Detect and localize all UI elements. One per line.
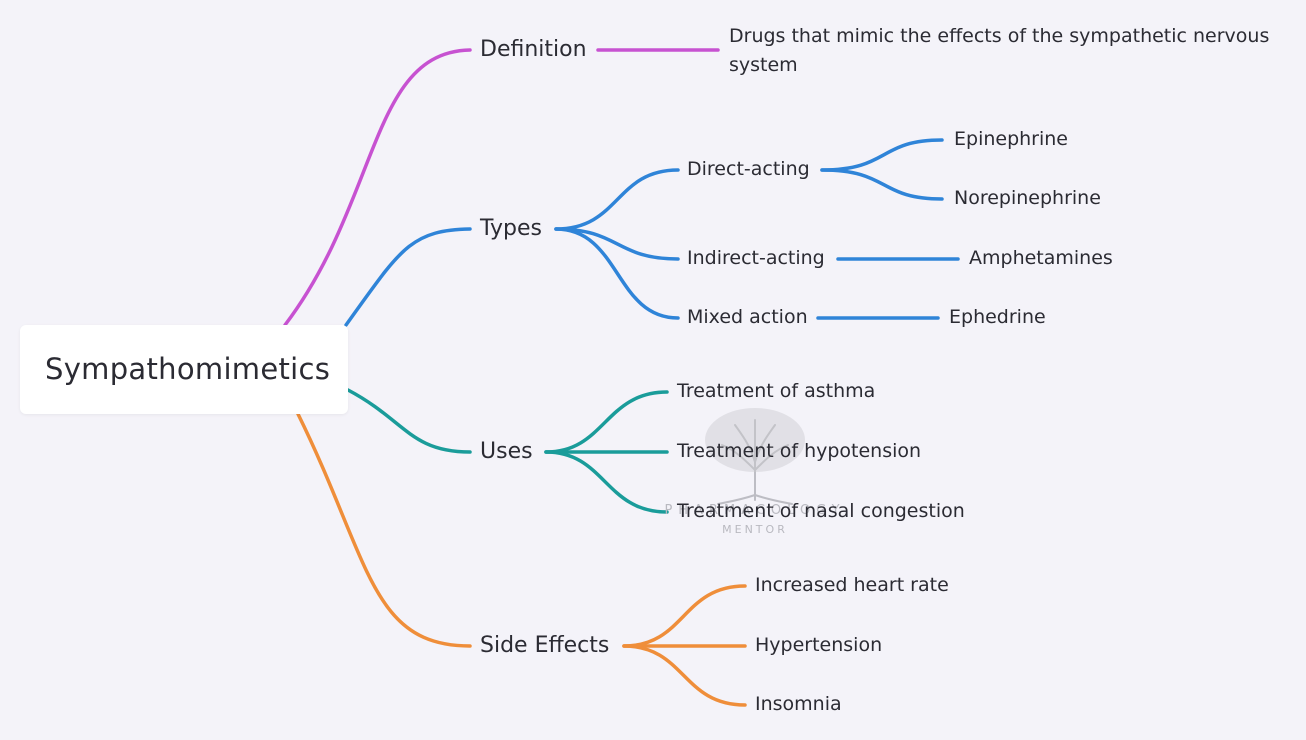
root-node-label: Sympathomimetics — [45, 352, 331, 386]
link-uses-nasal — [544, 450, 669, 514]
link-uses-asthma — [544, 390, 669, 454]
node-use-hypotension[interactable]: Treatment of hypotension — [677, 440, 922, 462]
node-norepinephrine[interactable]: Norepinephrine — [954, 187, 1101, 209]
node-types[interactable]: Types — [480, 216, 542, 241]
node-ephedrine[interactable]: Ephedrine — [949, 306, 1046, 328]
link-se-insomnia — [622, 644, 747, 707]
node-epinephrine[interactable]: Epinephrine — [954, 128, 1068, 150]
node-use-nasal-congestion[interactable]: Treatment of nasal congestion — [677, 500, 965, 522]
link-root-uses — [346, 388, 472, 454]
link-direct-epinephrine — [820, 138, 944, 172]
node-definition[interactable]: Definition — [480, 37, 587, 62]
watermark-logo: PHARMACOLOGY MENTOR — [650, 400, 860, 540]
watermark-name: PHARMACOLOGY — [664, 503, 846, 518]
link-types-direct — [554, 168, 680, 231]
node-side-effects[interactable]: Side Effects — [480, 633, 610, 658]
node-use-asthma[interactable]: Treatment of asthma — [677, 380, 876, 402]
watermark-sub: MENTOR — [722, 523, 788, 536]
link-root-definition — [283, 48, 472, 327]
node-se-heart-rate[interactable]: Increased heart rate — [755, 574, 949, 596]
root-node[interactable] — [20, 325, 348, 414]
node-definition-text[interactable]: Drugs that mimic the effects of the symp… — [729, 25, 1270, 76]
link-se-heartrate — [622, 584, 747, 648]
link-direct-norepinephrine — [820, 168, 944, 201]
node-uses[interactable]: Uses — [480, 439, 533, 464]
node-se-hypertension[interactable]: Hypertension — [755, 634, 883, 656]
link-types-indirect — [554, 227, 680, 261]
node-direct-acting[interactable]: Direct-acting — [687, 158, 810, 180]
node-se-insomnia[interactable]: Insomnia — [755, 693, 842, 715]
link-types-mixed — [554, 227, 680, 320]
node-indirect-acting[interactable]: Indirect-acting — [687, 247, 825, 269]
node-mixed-action[interactable]: Mixed action — [687, 306, 808, 328]
node-amphetamines[interactable]: Amphetamines — [969, 247, 1113, 269]
link-root-types — [344, 227, 472, 327]
link-root-sideeffects — [296, 412, 472, 648]
tree-icon — [705, 408, 805, 505]
